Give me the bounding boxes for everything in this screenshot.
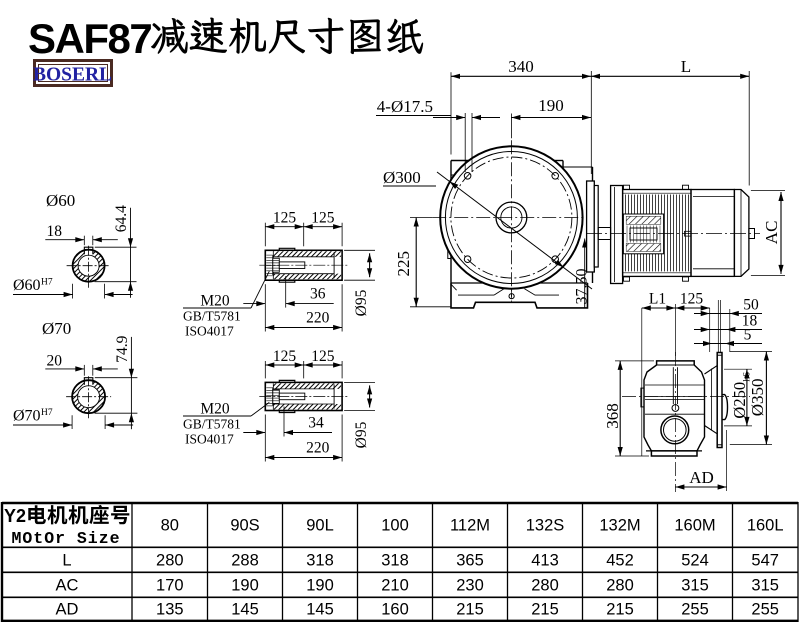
svg-text:Ø95: Ø95: [353, 289, 370, 316]
svg-text:4-Ø17.5: 4-Ø17.5: [377, 97, 433, 116]
svg-text:125: 125: [273, 348, 297, 365]
svg-text:90L: 90L: [306, 517, 334, 535]
svg-text:170: 170: [156, 577, 184, 595]
svg-text:125: 125: [311, 210, 335, 227]
svg-text:215: 215: [456, 601, 484, 619]
svg-text:190: 190: [538, 96, 564, 115]
svg-text:36: 36: [310, 286, 326, 303]
svg-text:AD: AD: [56, 601, 79, 619]
svg-text:315: 315: [751, 577, 779, 595]
svg-text:135: 135: [156, 601, 184, 619]
svg-text:340: 340: [508, 57, 534, 76]
svg-text:34: 34: [308, 415, 324, 432]
svg-text:547: 547: [751, 552, 779, 570]
svg-text:368: 368: [603, 403, 622, 429]
svg-text:280: 280: [606, 577, 634, 595]
svg-text:145: 145: [231, 601, 259, 619]
svg-text:20: 20: [47, 352, 63, 369]
svg-text:Ø60: Ø60: [13, 277, 41, 294]
svg-text:H7: H7: [41, 278, 53, 288]
svg-text:210: 210: [381, 577, 409, 595]
svg-text:524: 524: [681, 552, 709, 570]
svg-text:AC: AC: [56, 577, 79, 595]
svg-text:280: 280: [156, 552, 184, 570]
svg-text:L: L: [681, 57, 691, 76]
svg-text:18: 18: [742, 313, 758, 330]
svg-text:MOtOr Size: MOtOr Size: [11, 529, 120, 548]
svg-text:132S: 132S: [526, 517, 565, 535]
svg-text:318: 318: [381, 552, 409, 570]
svg-text:AC: AC: [762, 221, 781, 245]
svg-text:5: 5: [744, 327, 752, 344]
svg-text:H7: H7: [41, 408, 53, 418]
svg-text:80: 80: [161, 517, 179, 535]
svg-text:413: 413: [531, 552, 559, 570]
svg-text:ISO4017: ISO4017: [185, 324, 234, 339]
svg-text:Ø350: Ø350: [748, 379, 767, 417]
svg-text:160L: 160L: [747, 517, 784, 535]
svg-text:452: 452: [606, 552, 634, 570]
svg-text:74.9: 74.9: [114, 335, 131, 362]
svg-text:190: 190: [231, 577, 259, 595]
svg-text:215: 215: [531, 601, 559, 619]
svg-text:225: 225: [394, 251, 413, 277]
svg-text:160M: 160M: [674, 517, 715, 535]
svg-text:220: 220: [306, 440, 330, 457]
svg-text:215: 215: [606, 601, 634, 619]
svg-text:Ø250: Ø250: [730, 382, 749, 419]
svg-text:125: 125: [273, 210, 297, 227]
svg-text:M20: M20: [200, 401, 230, 418]
svg-text:L1: L1: [649, 291, 666, 308]
svg-text:SAF87: SAF87: [28, 15, 151, 62]
svg-text:Ø95: Ø95: [353, 421, 370, 448]
svg-text:145: 145: [306, 601, 334, 619]
svg-text:M20: M20: [200, 293, 230, 310]
svg-text:100: 100: [381, 517, 409, 535]
svg-text:ISO4017: ISO4017: [185, 432, 234, 447]
svg-text:160: 160: [381, 601, 409, 619]
svg-text:50: 50: [743, 297, 759, 314]
svg-text:280: 280: [531, 577, 559, 595]
svg-text:Ø60: Ø60: [46, 191, 75, 210]
svg-text:18: 18: [47, 223, 63, 240]
svg-text:90S: 90S: [230, 517, 259, 535]
svg-text:230: 230: [456, 577, 484, 595]
svg-text:64.4: 64.4: [113, 205, 130, 232]
svg-text:132M: 132M: [599, 517, 640, 535]
svg-text:125: 125: [311, 348, 335, 365]
svg-text:365: 365: [456, 552, 484, 570]
svg-text:Ø300: Ø300: [383, 168, 421, 187]
svg-text:L: L: [62, 552, 71, 570]
svg-text:Ø70: Ø70: [13, 408, 41, 425]
svg-text:GB/T5781: GB/T5781: [183, 417, 241, 432]
svg-text:37.50: 37.50: [574, 269, 591, 305]
svg-text:255: 255: [681, 601, 709, 619]
svg-text:BOSERL: BOSERL: [33, 65, 112, 86]
svg-text:125: 125: [680, 291, 704, 308]
svg-text:318: 318: [306, 552, 334, 570]
svg-text:112M: 112M: [450, 517, 490, 535]
svg-text:h6: h6: [743, 372, 753, 382]
svg-text:Y2: Y2: [4, 506, 26, 526]
svg-text:Ø70: Ø70: [42, 319, 71, 338]
svg-text:AD: AD: [689, 468, 714, 487]
svg-text:288: 288: [231, 552, 259, 570]
svg-text:255: 255: [751, 601, 779, 619]
svg-text:315: 315: [681, 577, 709, 595]
svg-text:220: 220: [306, 310, 330, 327]
svg-text:GB/T5781: GB/T5781: [183, 309, 241, 324]
svg-text:190: 190: [306, 577, 334, 595]
